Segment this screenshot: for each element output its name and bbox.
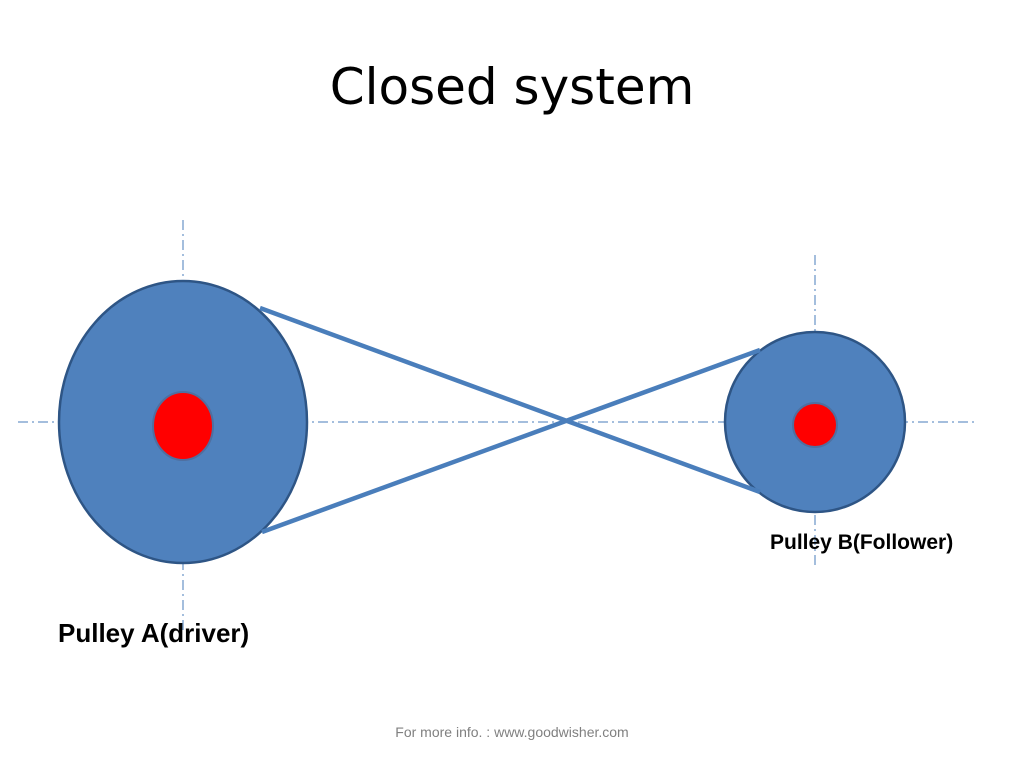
pulley-b-hub xyxy=(792,402,838,448)
pulley-a-hub xyxy=(152,391,214,461)
slide-title: Closed system xyxy=(329,58,695,116)
belt-lower-to-upper xyxy=(261,347,761,535)
pulley-b-label: Pulley B(Follower) xyxy=(770,531,954,554)
belt-upper-to-lower xyxy=(259,305,761,495)
footer-link-text: For more info. : www.goodwisher.com xyxy=(395,724,629,740)
pulley-a-label: Pulley A(driver) xyxy=(58,618,250,648)
